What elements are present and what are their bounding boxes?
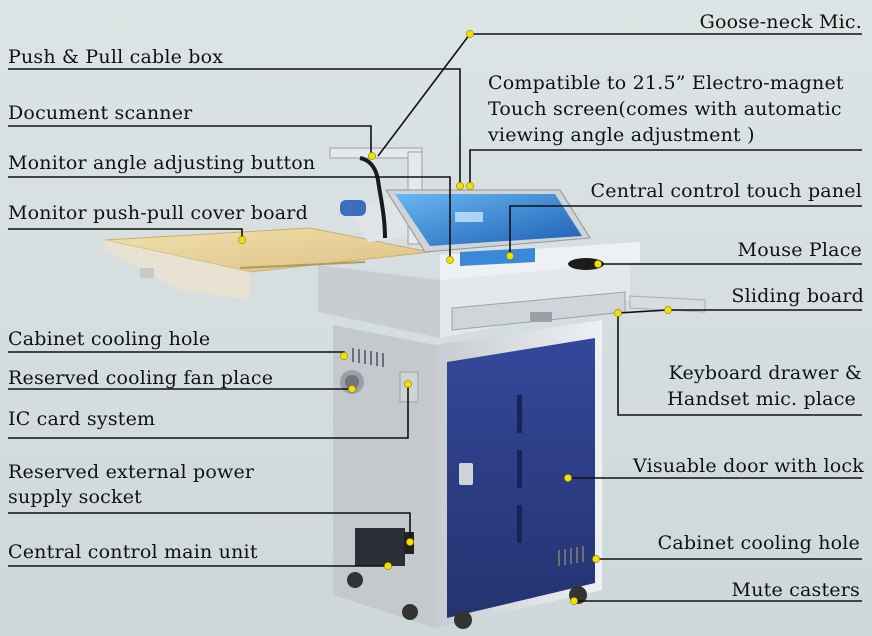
marker-dots <box>238 30 672 605</box>
label-ic-card: IC card system <box>8 408 156 430</box>
desk-body <box>104 147 706 338</box>
monitor-screen-graphic <box>395 194 582 246</box>
label-keyboard-drawer-line2: Handset mic. place <box>667 388 856 410</box>
label-keyboard-drawer-line1: Keyboard drawer & <box>668 362 862 384</box>
label-central-touch-panel: Central control touch panel <box>590 180 862 202</box>
label-mute-casters: Mute casters <box>731 579 860 601</box>
label-cabinet-cooling-hole-left: Cabinet cooling hole <box>8 328 211 350</box>
label-push-pull-cable-box: Push & Pull cable box <box>8 46 224 68</box>
label-document-scanner: Document scanner <box>8 102 193 124</box>
label-visuable-door: Visuable door with lock <box>633 455 864 477</box>
cabinet <box>333 320 602 629</box>
label-sliding-board: Sliding board <box>731 285 864 307</box>
label-cabinet-cooling-hole-right: Cabinet cooling hole <box>657 532 860 554</box>
label-compatible-line1: Compatible to 21.5” Electro-magnet <box>488 72 844 94</box>
label-external-power-line1: Reserved external power <box>8 461 255 483</box>
touch-panel-graphic <box>460 248 535 266</box>
label-monitor-angle-button: Monitor angle adjusting button <box>8 152 316 174</box>
leader-lines <box>8 33 862 602</box>
label-monitor-cover-board: Monitor push-pull cover board <box>8 202 308 224</box>
label-mouse-place: Mouse Place <box>737 239 862 261</box>
label-external-power-line2: supply socket <box>8 486 142 508</box>
label-goose-neck-mic: Goose-neck Mic. <box>699 11 862 33</box>
label-compatible-line3: viewing angle adjustment ) <box>488 124 755 146</box>
label-reserved-fan: Reserved cooling fan place <box>8 367 274 389</box>
label-compatible-line2: Touch screen(comes with automatic <box>488 98 842 120</box>
label-central-main-unit: Central control main unit <box>8 541 258 563</box>
